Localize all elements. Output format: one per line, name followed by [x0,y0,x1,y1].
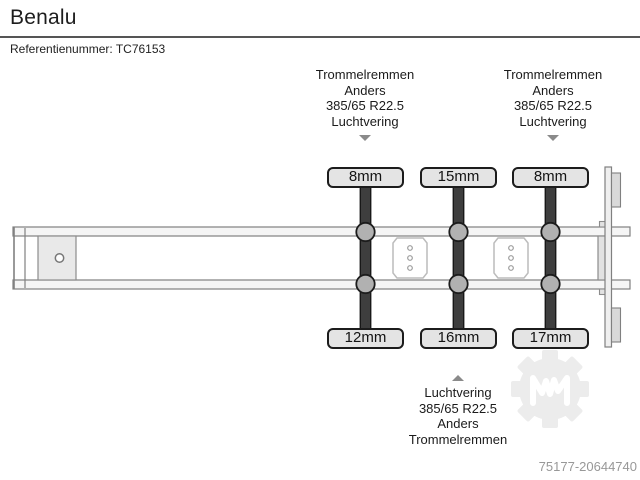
rear-light-top [610,172,622,208]
annotation-line: Anders [532,82,574,98]
axle1-spec-annotation: Trommelremmen Anders 385/65 R22.5 Luchtv… [280,67,450,145]
rear-bumper-assembly [597,166,622,348]
annotation-line: Luchtvering [519,114,587,130]
annotation-line: Luchtvering [331,114,399,130]
arrow-up-icon [452,375,464,381]
brake-lining-label-top-3: 8mm [512,167,589,188]
brake-lining-label-top-2: 15mm [420,167,497,188]
annotation-line: Anders [437,416,479,432]
axle-2 [448,185,469,330]
axle-3 [540,185,561,330]
axle-3-front-mount [540,221,561,243]
axle-2-front-mount [448,221,469,243]
annotation-line: 385/65 R22.5 [513,98,593,114]
page-title: Benalu [10,6,77,29]
listing-id: 75177-20644740 [538,459,637,474]
cross-member-left [392,237,428,279]
annotation-line: Trommelremmen [315,67,415,82]
axle-1-rear-mount [355,273,376,295]
annotation-line: 385/65 R22.5 [325,98,405,114]
brake-lining-label-top-1: 8mm [327,167,404,188]
rear-light-bottom [610,307,622,343]
axle-2-rear-mount [448,273,469,295]
axle-3-rear-mount [540,273,561,295]
annotation-line: Trommelremmen [408,432,508,448]
cross-member-right [493,237,529,279]
header-divider [0,36,640,38]
axle-1 [355,185,376,330]
annotation-line: Trommelremmen [503,67,603,82]
kingpin-icon [54,253,65,263]
reference-number: Referentienummer: TC76153 [10,42,166,56]
axle-1-front-mount [355,221,376,243]
chassis-frame [12,226,631,290]
axle3-spec-annotation: Trommelremmen Anders 385/65 R22.5 Luchtv… [468,67,638,145]
arrow-down-icon [547,134,559,141]
brake-lining-label-bottom-1: 12mm [327,328,404,349]
axle2-spec-annotation: Luchtvering 385/65 R22.5 Anders Trommelr… [373,375,543,448]
brake-lining-label-bottom-3: 17mm [512,328,589,349]
annotation-line: 385/65 R22.5 [418,400,498,416]
annotation-line: Luchtvering [424,385,492,400]
kingpin-plate [37,235,77,281]
gear-logo-watermark-icon [511,350,589,428]
brake-lining-label-bottom-2: 16mm [420,328,497,349]
annotation-line: Anders [344,82,386,98]
arrow-down-icon [359,134,371,141]
